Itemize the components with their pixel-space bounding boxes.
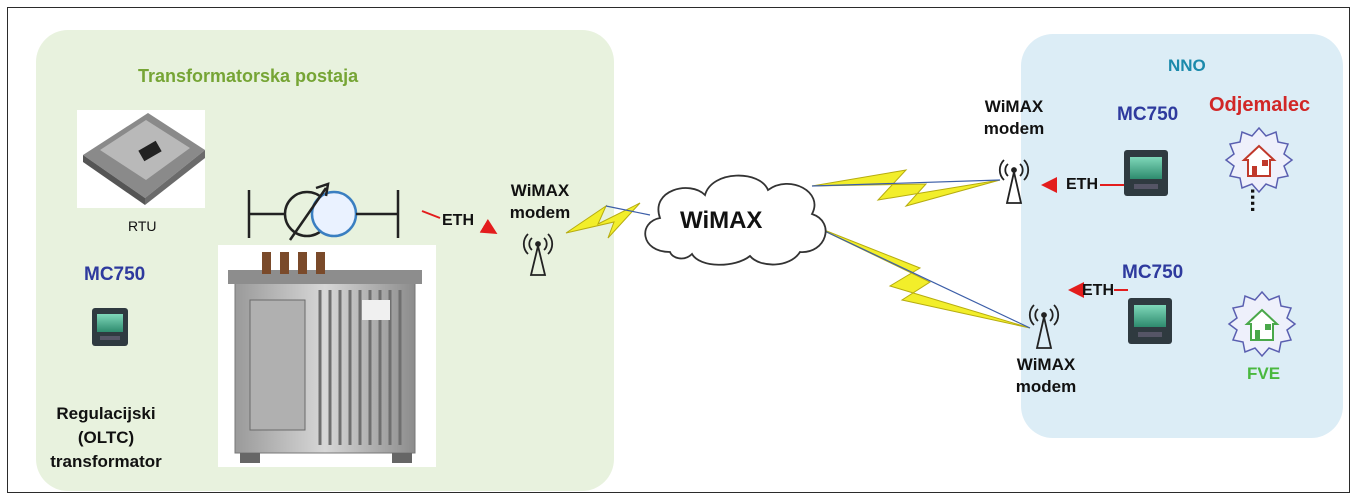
transformer-photo bbox=[218, 245, 436, 467]
house-icon-consumer bbox=[1224, 126, 1294, 194]
transformer-symbol bbox=[247, 182, 400, 241]
modem-label-top-line2: modem bbox=[983, 119, 1045, 138]
house-icon-pv bbox=[1227, 290, 1297, 358]
meter-label-substation: MC750 bbox=[84, 264, 146, 285]
modem-label-top-line1: WiMAX bbox=[984, 97, 1044, 116]
modem-label-bottom-line1: WiMAX bbox=[1016, 355, 1076, 374]
antenna-icon bbox=[522, 233, 554, 276]
modem-label-line2: modem bbox=[509, 203, 571, 222]
cloud bbox=[644, 174, 827, 266]
modem-label-bottom-line2: modem bbox=[1015, 377, 1077, 396]
meter-label-bottom: MC750 bbox=[1122, 262, 1184, 283]
modem-label-line1: WiMAX bbox=[510, 181, 570, 200]
rtu-label: RTU bbox=[128, 218, 157, 234]
meter-device-bottom bbox=[1128, 298, 1172, 344]
antenna-icon bbox=[1028, 304, 1060, 349]
consumer-label: Odjemalec bbox=[1209, 94, 1311, 116]
modem-label-substation: WiMAX modem bbox=[504, 180, 576, 224]
rtu-device bbox=[77, 110, 205, 208]
antenna-icon bbox=[998, 159, 1030, 204]
lv-network-title: NNO bbox=[1168, 56, 1206, 75]
eth-label-top: ETH bbox=[1066, 176, 1098, 193]
eth-label-bottom: ETH bbox=[1082, 282, 1114, 299]
cloud-label: WiMAX bbox=[680, 207, 763, 234]
eth-label-substation: ETH bbox=[442, 212, 474, 229]
eth-arrow-substation bbox=[421, 210, 498, 235]
modem-label-bottom: WiMAX modem bbox=[1010, 354, 1082, 398]
ellipsis-label: .... bbox=[1246, 188, 1271, 213]
meter-device-substation bbox=[92, 308, 128, 346]
substation-title: Transformatorska postaja bbox=[138, 66, 359, 86]
meter-label-top: MC750 bbox=[1117, 104, 1179, 125]
lv-network-panel bbox=[1021, 34, 1343, 438]
diagram-frame bbox=[7, 7, 1350, 493]
transformer-label-line1: Regulacijski bbox=[56, 404, 156, 423]
pv-label: FVE bbox=[1247, 364, 1281, 383]
modem-label-top: WiMAX modem bbox=[978, 96, 1050, 140]
transformer-label-line2: (OLTC) bbox=[77, 428, 135, 447]
eth-arrow-nno bbox=[1041, 177, 1128, 298]
meter-device-top bbox=[1124, 150, 1168, 196]
transformer-label: Regulacijski (OLTC) transformator bbox=[40, 402, 172, 474]
transformer-label-line3: transformator bbox=[50, 452, 162, 471]
